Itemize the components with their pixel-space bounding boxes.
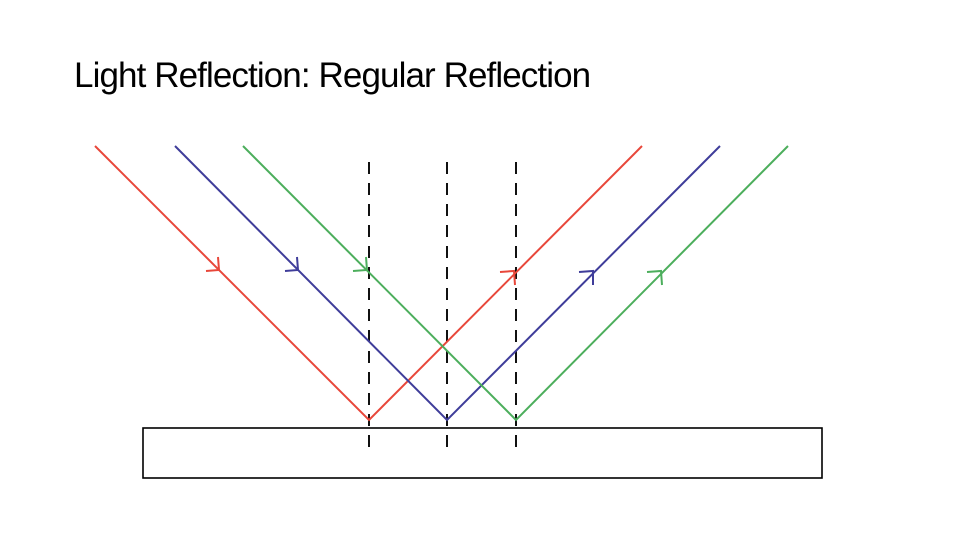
green-incident-arrow [352, 256, 369, 272]
red-ray-path [94, 145, 643, 422]
reflecting-surface [142, 427, 823, 479]
slide-title: Light Reflection: Regular Reflection [74, 56, 591, 95]
green-ray-path [242, 145, 789, 422]
blue-ray-path [174, 145, 721, 422]
green-ray [242, 145, 789, 422]
red-ray [94, 145, 643, 422]
green-reflected-arrow [646, 269, 663, 286]
blue-reflected-arrow [578, 269, 594, 285]
red-incident-arrow [205, 256, 221, 272]
blue-incident-arrow [284, 256, 300, 272]
red-reflected-arrow [499, 269, 516, 286]
blue-ray [174, 145, 721, 422]
